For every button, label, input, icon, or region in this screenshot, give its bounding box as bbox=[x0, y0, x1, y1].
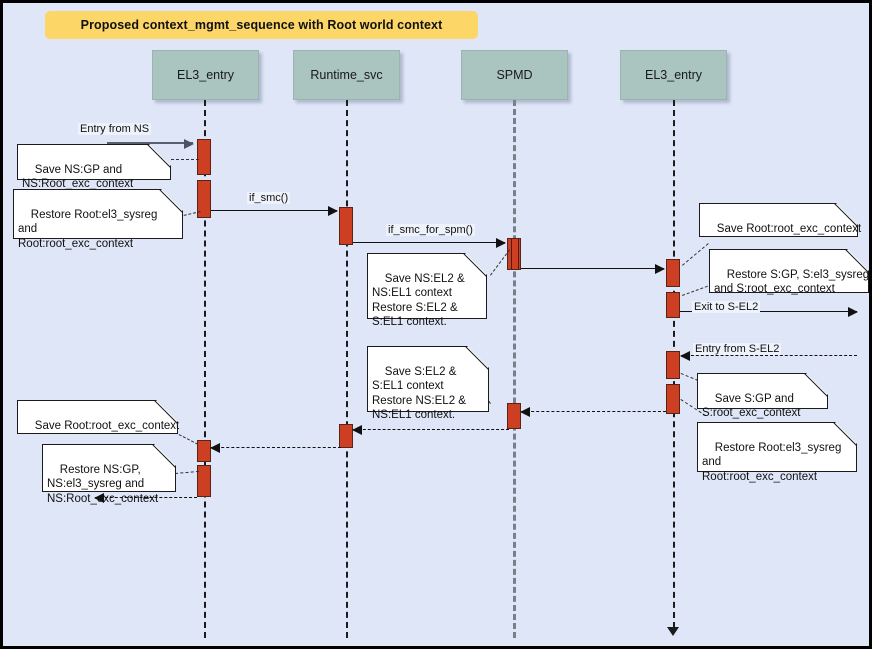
note-fold-corner-icon bbox=[847, 249, 869, 293]
message-entry-from-s-el2 bbox=[680, 351, 857, 361]
message-el3-right-to-spmd-return bbox=[520, 407, 666, 417]
arrow-head-icon bbox=[496, 238, 506, 248]
note-save-ns-gp: Save NS:GP and NS:Root_exc_context bbox=[17, 144, 171, 190]
diagram-title-banner: Proposed context_mgmt_sequence with Root… bbox=[45, 11, 478, 39]
note-fold-corner-icon bbox=[836, 203, 858, 247]
lifeline-stem-runtime-svc bbox=[346, 100, 348, 638]
lifeline-stem-el3-entry-left bbox=[204, 100, 206, 638]
activation-bar-el3-left-4 bbox=[197, 465, 211, 497]
note-text: Restore S:GP, S:el3_sysreg and S:root_ex… bbox=[714, 268, 870, 296]
lifeline-head-el3-entry-left[interactable]: EL3_entry bbox=[152, 50, 259, 100]
note-connector-9 bbox=[174, 432, 199, 445]
message-label-if-smc-for-spm: if_smc_for_spm() bbox=[386, 224, 475, 236]
note-fold-corner-icon bbox=[835, 422, 857, 466]
note-fold-corner-icon bbox=[149, 144, 171, 188]
lifeline-head-runtime-svc[interactable]: Runtime_svc bbox=[293, 50, 400, 100]
note-text: Restore NS:GP, NS:el3_sysreg and NS:Root… bbox=[47, 463, 159, 505]
message-entry-from-ns bbox=[107, 139, 194, 149]
activation-bar-el3-right-4 bbox=[666, 384, 680, 414]
note-save-ns-el2-restore-s-el2: Save NS:EL2 & NS:EL1 context Restore S:E… bbox=[367, 253, 487, 328]
note-save-s-el2-restore-ns-el2: Save S:EL2 & S:EL1 context Restore NS:EL… bbox=[367, 346, 489, 421]
activation-bar-runtime-svc-1 bbox=[339, 207, 353, 245]
arrow-head-icon bbox=[184, 139, 194, 149]
note-restore-root-el3-sysreg-right: Restore Root:el3_sysreg and Root:root_ex… bbox=[697, 422, 857, 483]
activation-bar-el3-right-1 bbox=[666, 259, 680, 287]
arrow-head-icon bbox=[328, 206, 338, 216]
activation-bar-el3-left-1 bbox=[197, 139, 211, 175]
note-text: Save S:GP and S:root_exc_context bbox=[702, 392, 801, 420]
note-save-s-gp: Save S:GP and S:root_exc_context bbox=[697, 373, 828, 419]
note-fold-corner-icon bbox=[467, 346, 489, 390]
message-runtime-svc-to-el3-left-return bbox=[210, 443, 341, 453]
activation-bar-el3-left-3 bbox=[197, 440, 211, 462]
note-fold-corner-icon bbox=[161, 189, 183, 233]
message-spmd-to-el3-right bbox=[521, 264, 665, 274]
lifeline-head-el3-entry-right[interactable]: EL3_entry bbox=[620, 50, 727, 100]
lifeline-head-spmd[interactable]: SPMD bbox=[461, 50, 568, 100]
activation-bar-runtime-svc-2 bbox=[339, 424, 353, 448]
note-text: Save Root:root_exc_context bbox=[716, 222, 862, 235]
note-restore-root-el3-sysreg: Restore Root:el3_sysreg and Root:root_ex… bbox=[13, 189, 183, 250]
note-fold-corner-icon bbox=[154, 444, 176, 488]
message-if-smc-for-spm bbox=[353, 238, 506, 248]
message-label-if-smc: if_smc() bbox=[247, 192, 291, 204]
message-el3-left-exit-return bbox=[94, 493, 197, 503]
note-restore-ns-gp: Restore NS:GP, NS:el3_sysreg and NS:Root… bbox=[42, 444, 176, 505]
note-connector-5 bbox=[682, 284, 713, 296]
note-text: Save S:EL2 & S:EL1 context Restore NS:EL… bbox=[372, 365, 466, 422]
note-fold-corner-icon bbox=[156, 400, 178, 444]
arrow-head-icon bbox=[655, 264, 665, 274]
note-text: Save Root:root_exc_context bbox=[34, 419, 180, 432]
note-save-root-exc-context-lower: Save Root:root_exc_context bbox=[17, 400, 180, 434]
note-fold-corner-icon bbox=[465, 253, 487, 297]
note-save-root-exc-context-upper: Save Root:root_exc_context bbox=[699, 203, 862, 237]
arrow-head-icon bbox=[848, 307, 858, 317]
lifeline-end-arrow-icon bbox=[667, 627, 679, 636]
note-text: Restore Root:el3_sysreg and Root:root_ex… bbox=[702, 441, 842, 483]
activation-bar-el3-left-2 bbox=[197, 180, 211, 218]
message-exit-to-s-el2 bbox=[680, 307, 858, 317]
note-text: Save NS:EL2 & NS:EL1 context Restore S:E… bbox=[372, 272, 465, 329]
activation-bar-el3-right-3 bbox=[666, 351, 680, 379]
activation-bar-spmd-1 bbox=[507, 238, 521, 270]
note-connector-1 bbox=[161, 159, 199, 160]
lifeline-stem-spmd bbox=[513, 100, 516, 638]
note-fold-corner-icon bbox=[806, 373, 828, 417]
message-label-exit-to-s-el2: Exit to S-EL2 bbox=[692, 301, 761, 313]
note-text: Save NS:GP and NS:Root_exc_context bbox=[22, 163, 134, 191]
message-label-entry-from-s-el2: Entry from S-EL2 bbox=[693, 343, 782, 355]
note-connector-10 bbox=[175, 470, 199, 474]
activation-bar-el3-right-2 bbox=[666, 292, 680, 318]
arrow-head-icon bbox=[352, 425, 362, 435]
activation-bar-spmd-2 bbox=[507, 403, 521, 429]
note-text: Restore Root:el3_sysreg and Root:root_ex… bbox=[18, 208, 158, 250]
arrow-head-icon bbox=[210, 443, 220, 453]
arrow-head-icon bbox=[94, 493, 104, 503]
message-label-entry-from-ns: Entry from NS bbox=[78, 123, 152, 135]
message-spmd-to-runtime-svc-return bbox=[352, 425, 509, 435]
arrow-head-icon bbox=[520, 407, 530, 417]
arrow-head-icon bbox=[680, 351, 690, 361]
note-restore-s-gp: Restore S:GP, S:el3_sysreg and S:root_ex… bbox=[709, 249, 870, 296]
message-if-smc bbox=[211, 206, 338, 216]
